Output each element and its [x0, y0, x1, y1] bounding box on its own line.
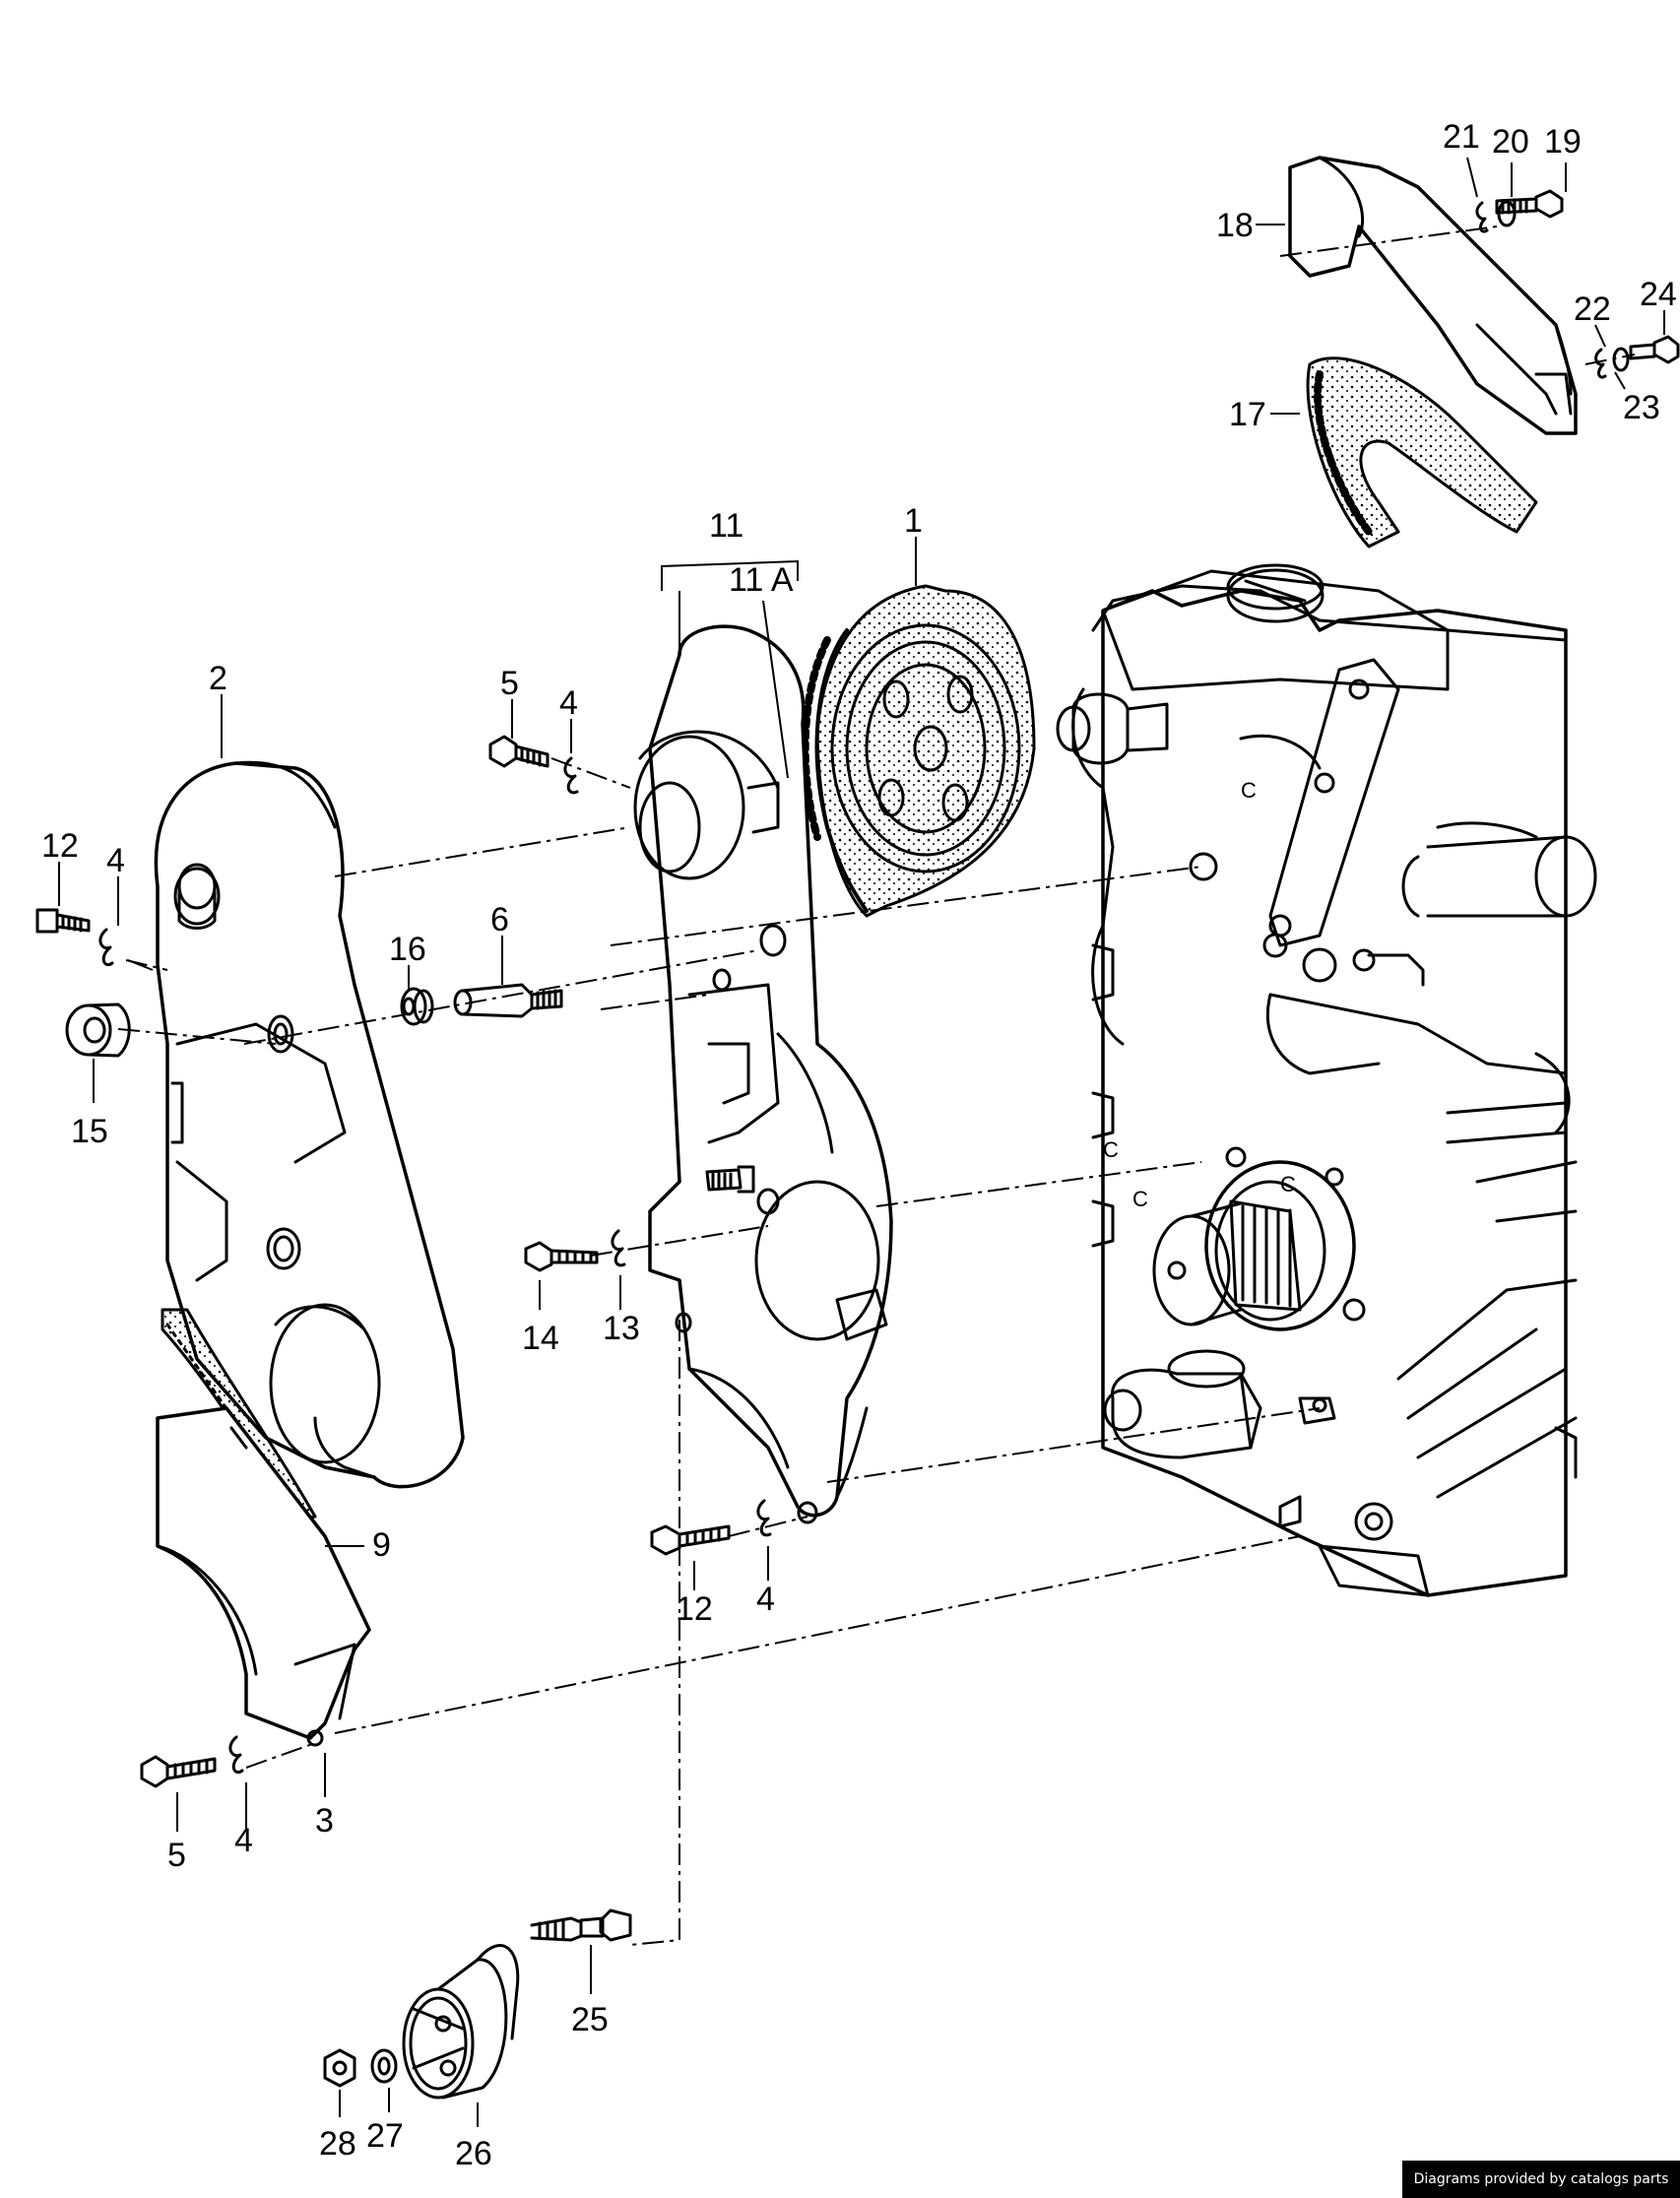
- bolt-24: [1631, 337, 1678, 362]
- rear-timing-cover: [635, 626, 891, 1522]
- callout-1: 1: [904, 502, 923, 540]
- washer-13: [613, 1231, 624, 1265]
- callout-4-lower-mid: 4: [756, 1581, 775, 1618]
- washer-20: [1499, 202, 1515, 226]
- tensioner-pulley-26: [404, 1946, 518, 2098]
- timing-belt: [806, 586, 1034, 916]
- callout-23: 23: [1623, 389, 1660, 426]
- washer-4-lower: [230, 1737, 242, 1773]
- callout-19: 19: [1544, 123, 1582, 161]
- washer-4-mid-upper: [565, 758, 577, 793]
- washer-4-lower-mid: [758, 1501, 770, 1535]
- callout-labels: 1 2 12 4 15 16 6 5 4 11 11 A 9 14 13 12 …: [41, 118, 1677, 2172]
- callout-5-lower: 5: [167, 1837, 186, 1874]
- credit-banner: Diagrams provided by catalogs parts: [1402, 2161, 1680, 2198]
- callout-12-upper: 12: [41, 827, 79, 865]
- callout-17: 17: [1229, 396, 1266, 433]
- callout-11: 11: [709, 507, 743, 545]
- washer-27: [372, 2050, 396, 2082]
- bolt-12-lower: [652, 1526, 729, 1554]
- svg-text:C: C: [1103, 1137, 1119, 1162]
- callout-28: 28: [319, 2125, 356, 2163]
- bolt-14: [526, 1243, 597, 1270]
- nut-28: [325, 2050, 355, 2086]
- callout-9: 9: [372, 1526, 391, 1564]
- washer-4-upper: [100, 930, 112, 965]
- callout-20: 20: [1492, 123, 1529, 161]
- upper-belt-guard: [1290, 158, 1576, 433]
- callout-16: 16: [389, 931, 426, 968]
- upper-timing-cover: [156, 762, 463, 1486]
- v-belt: [1308, 358, 1536, 547]
- svg-text:C: C: [1280, 1172, 1296, 1196]
- alignment-lines: [118, 226, 1635, 1945]
- callout-15: 15: [71, 1113, 108, 1150]
- svg-text:C: C: [1132, 1187, 1148, 1211]
- callout-27: 27: [366, 2117, 404, 2155]
- svg-text:C: C: [1241, 778, 1257, 803]
- callout-26: 26: [455, 2135, 492, 2172]
- lock-washer-21: [1477, 203, 1487, 231]
- callout-3: 3: [315, 1802, 334, 1840]
- callout-4-upper: 4: [106, 842, 125, 879]
- callout-11a: 11 A: [729, 561, 794, 599]
- callout-12-lower: 12: [676, 1590, 713, 1628]
- leader-lines: [59, 158, 1664, 2127]
- bolt-12-upper: [37, 910, 89, 932]
- callout-24: 24: [1640, 276, 1677, 313]
- callout-25: 25: [571, 2001, 609, 2038]
- callout-4-lower: 4: [234, 1822, 253, 1859]
- grommet-16: [402, 989, 432, 1024]
- bolt-5-lower: [142, 1757, 215, 1786]
- washer-23: [1614, 349, 1628, 370]
- bolt-19: [1497, 191, 1562, 217]
- tensioner-bolt-25: [532, 1910, 630, 1940]
- callout-22: 22: [1574, 291, 1611, 328]
- callout-2: 2: [209, 660, 227, 697]
- callout-6: 6: [490, 901, 509, 938]
- cover-stud: [707, 1167, 753, 1192]
- callout-21: 21: [1443, 118, 1480, 156]
- bolt-5-upper: [490, 737, 548, 766]
- lower-timing-cover: [158, 1408, 369, 1745]
- callout-4-mid-upper: 4: [559, 684, 578, 722]
- callout-5-upper: 5: [500, 665, 519, 702]
- engine-block: C C C C: [1058, 565, 1595, 1595]
- callout-13: 13: [603, 1310, 640, 1347]
- callout-18: 18: [1216, 207, 1254, 244]
- lock-washer-22: [1596, 350, 1605, 377]
- callout-14: 14: [522, 1320, 559, 1357]
